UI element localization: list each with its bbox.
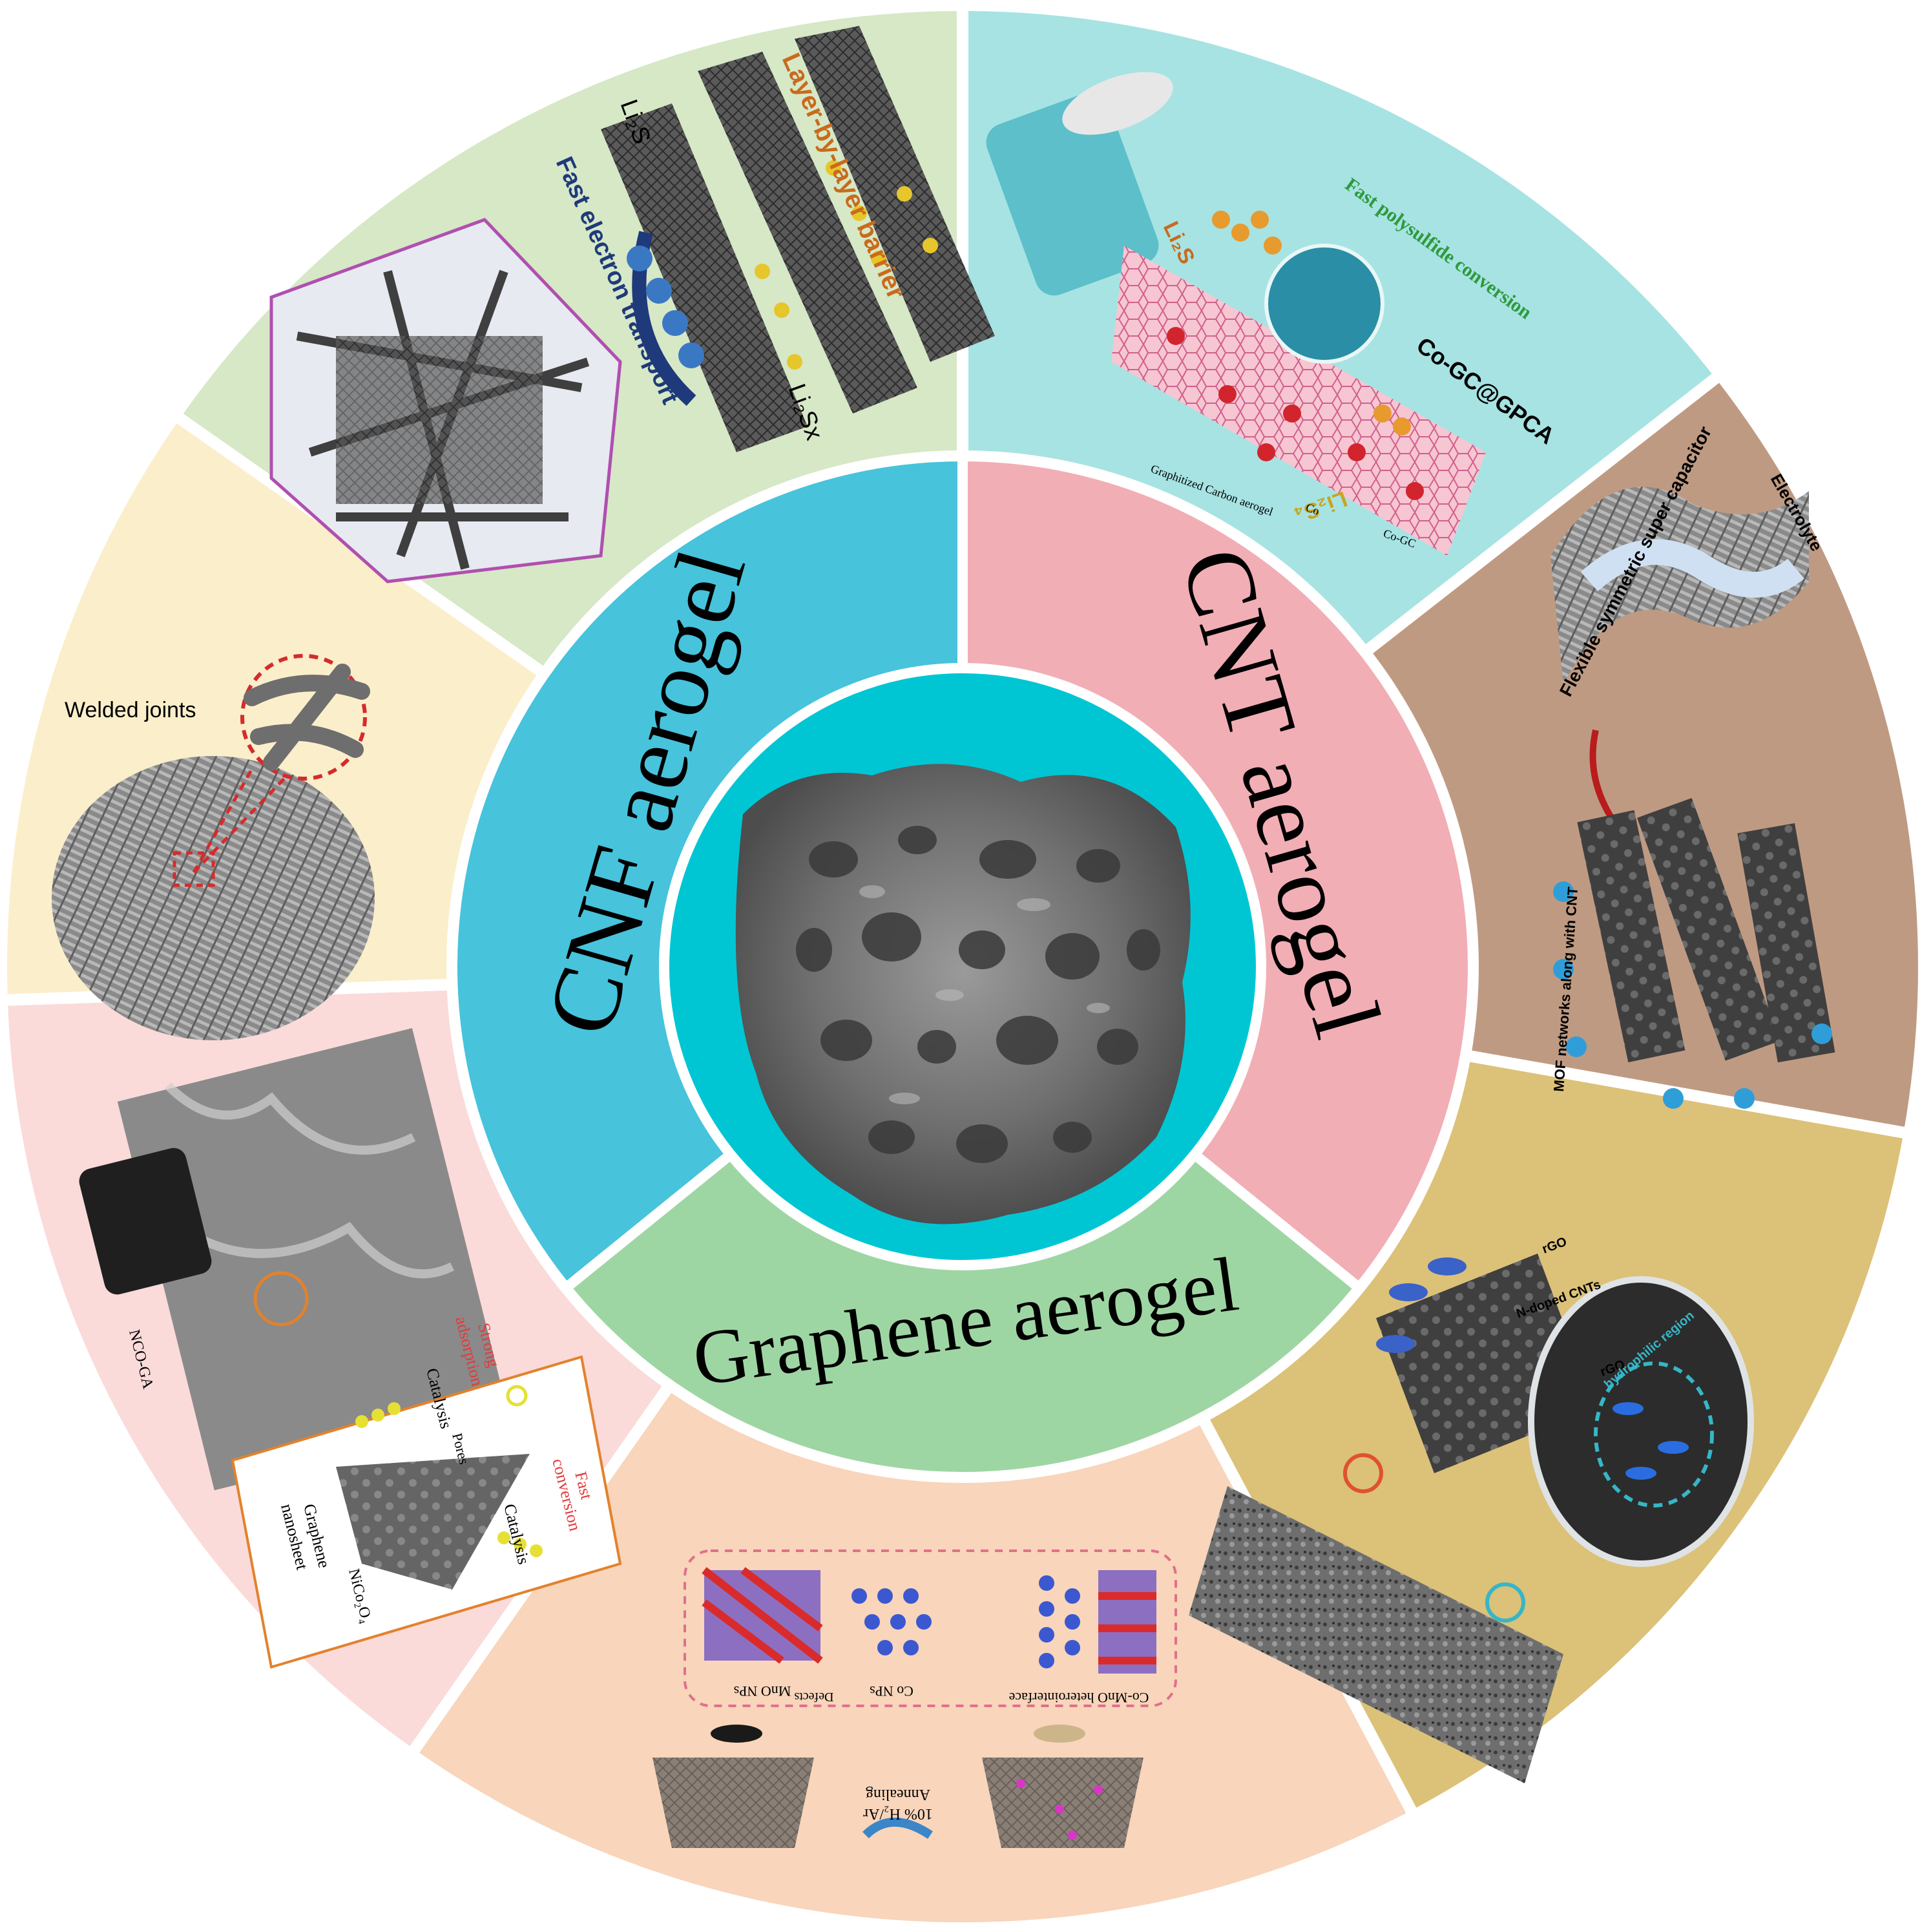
center-aerogel-image xyxy=(659,663,1266,1270)
label-h2-ar: 10% H₂/Ar xyxy=(863,1805,933,1822)
panel-nco-ga: NCO-GA Strong adsorption Catalysis Catal… xyxy=(79,1028,622,1669)
aerogel-mesh-left xyxy=(652,1725,814,1848)
water-molecule-icons xyxy=(1613,1402,1689,1480)
mno-crystal-icon xyxy=(702,1567,823,1664)
magnified-pore-inset xyxy=(1528,1276,1754,1567)
panel-supercapacitor: Electrolyte Flexible symmetric super cap… xyxy=(1550,423,1835,1109)
co-atoms xyxy=(1167,327,1424,500)
co-gc-sphere xyxy=(1264,244,1384,364)
fiber-mat-illustration xyxy=(52,756,375,1040)
zoom-circle-welded xyxy=(240,654,367,781)
mof-node-icons xyxy=(1553,881,1832,1109)
heterointerface-icon xyxy=(1039,1570,1156,1674)
zoom-circle-orange xyxy=(1343,1453,1383,1493)
porous-rod-illustration xyxy=(1189,1486,1563,1783)
sulfur-molecule-icons xyxy=(355,1385,543,1557)
dashed-box xyxy=(684,1549,1177,1707)
panel-heterointerface: MnO NPs Co NPs Co-MnO heterointerface De… xyxy=(652,1549,1177,1848)
flexible-device-illustration xyxy=(1550,487,1809,685)
zoom-circle-cyan xyxy=(1485,1582,1525,1622)
label-co-nps: Co NPs xyxy=(870,1683,913,1699)
polysulfide-clusters xyxy=(1212,211,1411,436)
co-nps-icon xyxy=(851,1588,932,1655)
label-welded-joints: Welded joints xyxy=(65,698,196,722)
label-mno-nps: MnO NPs xyxy=(734,1683,791,1699)
panel-welded: Welded joints xyxy=(52,654,375,1040)
graphene-sheet-stack xyxy=(601,26,995,452)
annealing-arrow-icon xyxy=(862,1818,933,1839)
panel-n-doped-cnt: rGO N-doped CNTs rGO hydrophilic region xyxy=(1189,1235,1754,1783)
electron-icon-group xyxy=(627,246,704,368)
label-annealing: Annealing xyxy=(866,1786,930,1803)
label-heterointerface: Co-MnO heterointerface xyxy=(1009,1690,1149,1706)
aerogel-mesh-right xyxy=(982,1725,1143,1848)
welded-fiber-icon xyxy=(244,664,370,771)
zoom-circle xyxy=(253,1271,309,1327)
carbon-lattice-sheet xyxy=(1111,246,1486,556)
cnt-bundle-illustration xyxy=(1577,797,1835,1063)
graphene-nanosheet-icon xyxy=(336,1454,530,1590)
label-defects: Defects xyxy=(794,1690,833,1704)
battery-cell-icon xyxy=(986,72,1173,296)
sem-micrograph xyxy=(117,1028,509,1491)
fiber-cube-illustration xyxy=(269,218,622,583)
aerogel-sample-photo xyxy=(79,1148,212,1295)
hub-ring xyxy=(447,450,1479,1482)
blue-molecule-icons xyxy=(1376,1257,1467,1353)
